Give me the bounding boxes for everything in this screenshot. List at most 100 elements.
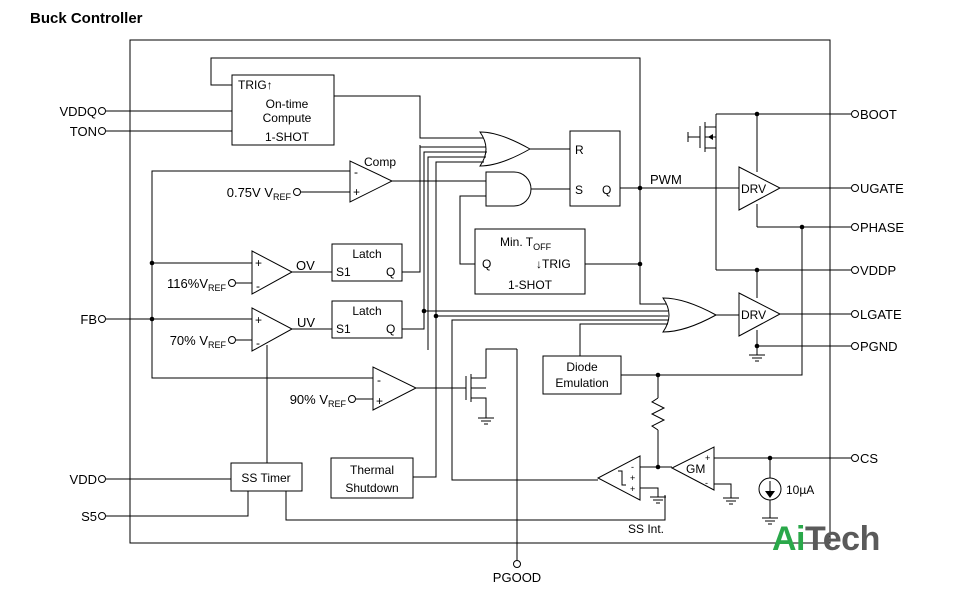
pin-vddp-label: VDDP	[860, 263, 896, 278]
latch-uv-q: Q	[386, 322, 395, 336]
comp-label: Comp	[364, 155, 396, 169]
current-source-ground-symbol	[762, 517, 778, 525]
ss-amp-ground-symbol	[650, 496, 666, 504]
drv-low-label: DRV	[741, 308, 766, 322]
ontime-trig-feedback	[210, 57, 641, 188]
ontime-line2: Compute	[263, 111, 312, 125]
ss-int-label: SS Int.	[628, 522, 664, 536]
gm-minus: -	[705, 478, 708, 488]
latch-uv-out-wire	[402, 310, 668, 330]
ss-timer-block: SS Timer	[230, 462, 303, 492]
pin-lgate-label: LGATE	[860, 307, 902, 322]
fb-bus-wire	[151, 170, 373, 379]
drv-high-label: DRV	[741, 182, 766, 196]
or-in-wire-2	[423, 151, 487, 311]
thermal-out-wire	[413, 316, 437, 478]
latch-ov-q: Q	[386, 265, 395, 279]
logo-part1: Ai	[772, 520, 806, 558]
ss-amp-plus2: +	[630, 484, 635, 494]
pin-pgood: PGOOD	[493, 349, 541, 585]
latch-ov-out-wire	[402, 145, 421, 273]
pin-pgood-label: PGOOD	[493, 570, 541, 585]
latch-ov: Latch S1 Q	[331, 243, 403, 282]
uv-plus: +	[255, 313, 262, 327]
gm-plus: +	[705, 453, 710, 463]
gm-label: GM	[686, 462, 705, 476]
ff-q-label: Q	[602, 183, 611, 197]
pin-pgnd: PGND	[757, 339, 898, 354]
diode-em-line1: Diode	[566, 360, 598, 374]
uv-comparator: + - UV	[251, 307, 315, 352]
boot-mosfet	[687, 111, 760, 270]
gm-ground-symbol	[723, 497, 739, 505]
pin-boot: BOOT	[716, 107, 897, 122]
ss-int-wire	[285, 491, 666, 521]
pin-vddq-label: VDDQ	[59, 104, 97, 119]
minoff-to-and-wire	[459, 195, 486, 265]
ontime-oneshot-block: TRIG↑ On-time Compute 1-SHOT	[231, 74, 335, 146]
ic-boundary	[129, 39, 831, 544]
comp-plus: +	[353, 185, 360, 199]
ff-r-label: R	[575, 143, 584, 157]
and-gate-set	[485, 171, 532, 207]
diode-em-line2: Emulation	[555, 376, 608, 390]
latch-ov-title: Latch	[352, 247, 381, 261]
or-in-wire-1	[419, 145, 486, 148]
ontime-line3: 1-SHOT	[265, 130, 310, 144]
pin-vdd-label: VDD	[70, 472, 97, 487]
vref-116-label: 116%VREF	[167, 276, 226, 293]
ff-s-label: S	[575, 183, 583, 197]
drv-high: DRV	[738, 166, 782, 211]
vref-90-label: 90% VREF	[290, 392, 347, 409]
thermal-line2: Shutdown	[345, 481, 398, 495]
pin-s5-label: S5	[81, 509, 97, 524]
ov-minus: -	[256, 279, 260, 293]
comp-comparator: - + Comp	[349, 155, 396, 203]
latch-uv-title: Latch	[352, 304, 381, 318]
sense-resistor	[650, 375, 666, 467]
vref-70-label: 70% VREF	[170, 333, 227, 350]
minoff-q-label: Q	[482, 257, 491, 271]
minoff-oneshot-label: 1-SHOT	[508, 278, 553, 292]
pin-vdd: VDD	[70, 472, 231, 487]
ov-label: OV	[296, 258, 315, 273]
drv-low: DRV	[738, 292, 782, 337]
pin-ton-label: TON	[70, 124, 97, 139]
vref-116-pin: 116%VREF	[167, 276, 252, 293]
ov-comparator: + - OV	[251, 250, 315, 295]
or-gate-lowside	[662, 297, 718, 333]
pgnd-ground-symbol	[749, 354, 765, 362]
pin-phase: PHASE	[757, 220, 904, 235]
ontime-output-wire	[334, 95, 488, 139]
pin-phase-label: PHASE	[860, 220, 904, 235]
gm-amplifier: GM + -	[670, 446, 715, 491]
cs-amp-to-or-wire	[451, 319, 668, 481]
vref-90-pin: 90% VREF	[290, 392, 373, 409]
current-source-label: 10µA	[786, 483, 814, 497]
pwm-label: PWM	[650, 172, 682, 187]
pin-fb: FB	[80, 312, 152, 327]
uv-label: UV	[297, 315, 315, 330]
pin-cs-label: CS	[860, 451, 878, 466]
latch-uv: Latch S1 Q	[331, 300, 403, 339]
min-toff-oneshot-block: Min. TOFF Q ↓TRIG 1-SHOT	[474, 228, 586, 295]
diagram-title: Buck Controller	[30, 10, 143, 27]
pgood-minus: -	[377, 373, 381, 387]
pin-ton: TON	[70, 124, 232, 139]
thermal-shutdown-block: Thermal Shutdown	[330, 457, 414, 499]
pin-lgate: LGATE	[780, 307, 902, 322]
phase-to-diode-em-wire	[621, 227, 803, 376]
ss-amplifier: - + +	[596, 455, 641, 501]
pin-s5: S5	[81, 491, 249, 524]
thermal-line1: Thermal	[350, 463, 394, 477]
pwm-to-lowside-or-wire	[639, 264, 668, 305]
ontime-trig-label: TRIG↑	[238, 78, 273, 92]
pgood-comparator: - +	[372, 366, 418, 411]
pin-vddq: VDDQ	[59, 104, 232, 119]
diode-emulation-block: Diode Emulation	[542, 355, 622, 395]
pin-ugate-label: UGATE	[860, 181, 904, 196]
comp-minus: -	[354, 165, 358, 179]
vref-075-pin: 0.75V VREF	[227, 185, 350, 202]
minoff-trig-label: ↓TRIG	[536, 257, 571, 271]
